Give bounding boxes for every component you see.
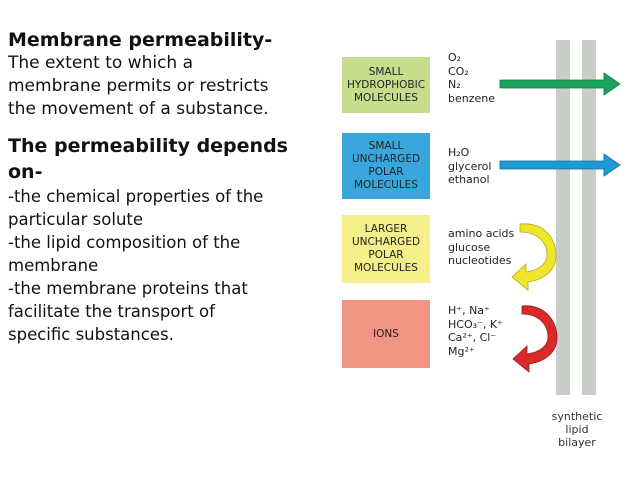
arrow-ions-blocked	[512, 305, 558, 373]
bilayer-label: synthetic lipid bilayer	[542, 410, 612, 449]
bilayer-label-line: lipid	[565, 423, 589, 436]
depends-title: The permeability depends on-	[8, 133, 326, 185]
label-small-uncharged-polar: SMALL UNCHARGED POLAR MOLECULES	[342, 133, 430, 199]
molecules-small-hydrophobic: O₂ CO₂ N₂ benzene	[448, 51, 495, 105]
factor-line: membrane	[8, 256, 99, 275]
definition-line: The extent to which a	[8, 53, 194, 73]
box-label-line: MOLECULES	[354, 262, 418, 274]
definition-line: the movement of a substance.	[8, 99, 269, 119]
diagram-graphics	[342, 40, 621, 395]
box-label-line: UNCHARGED	[351, 236, 421, 248]
factor-line: facilitate the transport of	[8, 302, 215, 321]
box-label-line: UNCHARGED	[351, 153, 421, 165]
depends-title-line: The permeability depends	[8, 135, 288, 157]
box-label-line: LARGER	[364, 223, 408, 235]
factor-line: specific substances.	[8, 325, 174, 344]
factor-line: -the membrane proteins that	[8, 279, 248, 298]
label-ions: IONS	[342, 300, 430, 368]
molecule: amino acids	[448, 227, 515, 240]
box-label-line: SMALL	[368, 65, 404, 78]
arrow-larger-blocked	[511, 223, 557, 291]
molecule: H₂O	[448, 146, 470, 159]
box-label-line: MOLECULES	[354, 91, 418, 104]
molecule: glucose	[448, 240, 491, 254]
molecule: N₂	[448, 78, 461, 91]
molecule: ethanol	[448, 173, 490, 186]
bilayer-strip-inner	[582, 40, 596, 395]
box-label-line: SMALL	[368, 140, 404, 152]
permeability-diagram: SMALL HYDROPHOBIC MOLECULES SMALL UNCHAR…	[330, 0, 638, 479]
molecules-larger-uncharged-polar: amino acids glucose nucleotides	[448, 227, 514, 268]
molecule: H⁺, Na⁺	[448, 304, 490, 317]
molecules-small-uncharged-polar: H₂O glycerol ethanol	[448, 146, 491, 187]
box-label-line: HYDROPHOBIC	[346, 78, 426, 91]
box-label-line: MOLECULES	[354, 179, 418, 191]
label-larger-uncharged-polar: LARGER UNCHARGED POLAR MOLECULES	[342, 215, 430, 283]
factor-line: -the chemical properties of the	[8, 187, 264, 206]
molecule: Ca²⁺, Cl⁻	[448, 331, 497, 344]
molecule: glycerol	[448, 159, 492, 173]
label-small-hydrophobic: SMALL HYDROPHOBIC MOLECULES	[342, 57, 430, 113]
box-label-line: IONS	[373, 327, 399, 340]
factor-line: particular solute	[8, 210, 144, 229]
molecules-ions: H⁺, Na⁺ HCO₃⁻, K⁺ Ca²⁺, Cl⁻ Mg²⁺	[448, 304, 503, 358]
box-ions	[342, 300, 430, 368]
molecule: O₂	[448, 51, 462, 64]
molecule: HCO₃⁻, K⁺	[448, 317, 503, 331]
box-small-uncharged-polar	[342, 133, 430, 199]
bilayer-label-line: bilayer	[558, 436, 596, 449]
box-larger-uncharged-polar	[342, 215, 430, 283]
bilayer-label-line: synthetic	[551, 410, 603, 423]
factor-line: -the lipid composition of the	[8, 233, 241, 252]
molecule: nucleotides	[448, 254, 512, 267]
box-label-line: POLAR	[368, 249, 404, 261]
arrow-polar-passes	[499, 153, 621, 177]
arrow-hydrophobic-passes	[499, 72, 621, 96]
molecule: CO₂	[448, 64, 469, 78]
definition-title: Membrane permeability-	[8, 29, 273, 51]
box-small-hydrophobic	[342, 57, 430, 113]
definition-line: membrane permits or restricts	[8, 76, 269, 96]
box-label-line: POLAR	[368, 166, 404, 178]
molecule: Mg²⁺	[448, 344, 475, 358]
bilayer-strip-outer	[556, 40, 570, 395]
molecule: benzene	[448, 91, 496, 105]
depends-title-line: on-	[8, 161, 43, 183]
text-panel: Membrane permeability- The extent to whi…	[8, 28, 326, 346]
